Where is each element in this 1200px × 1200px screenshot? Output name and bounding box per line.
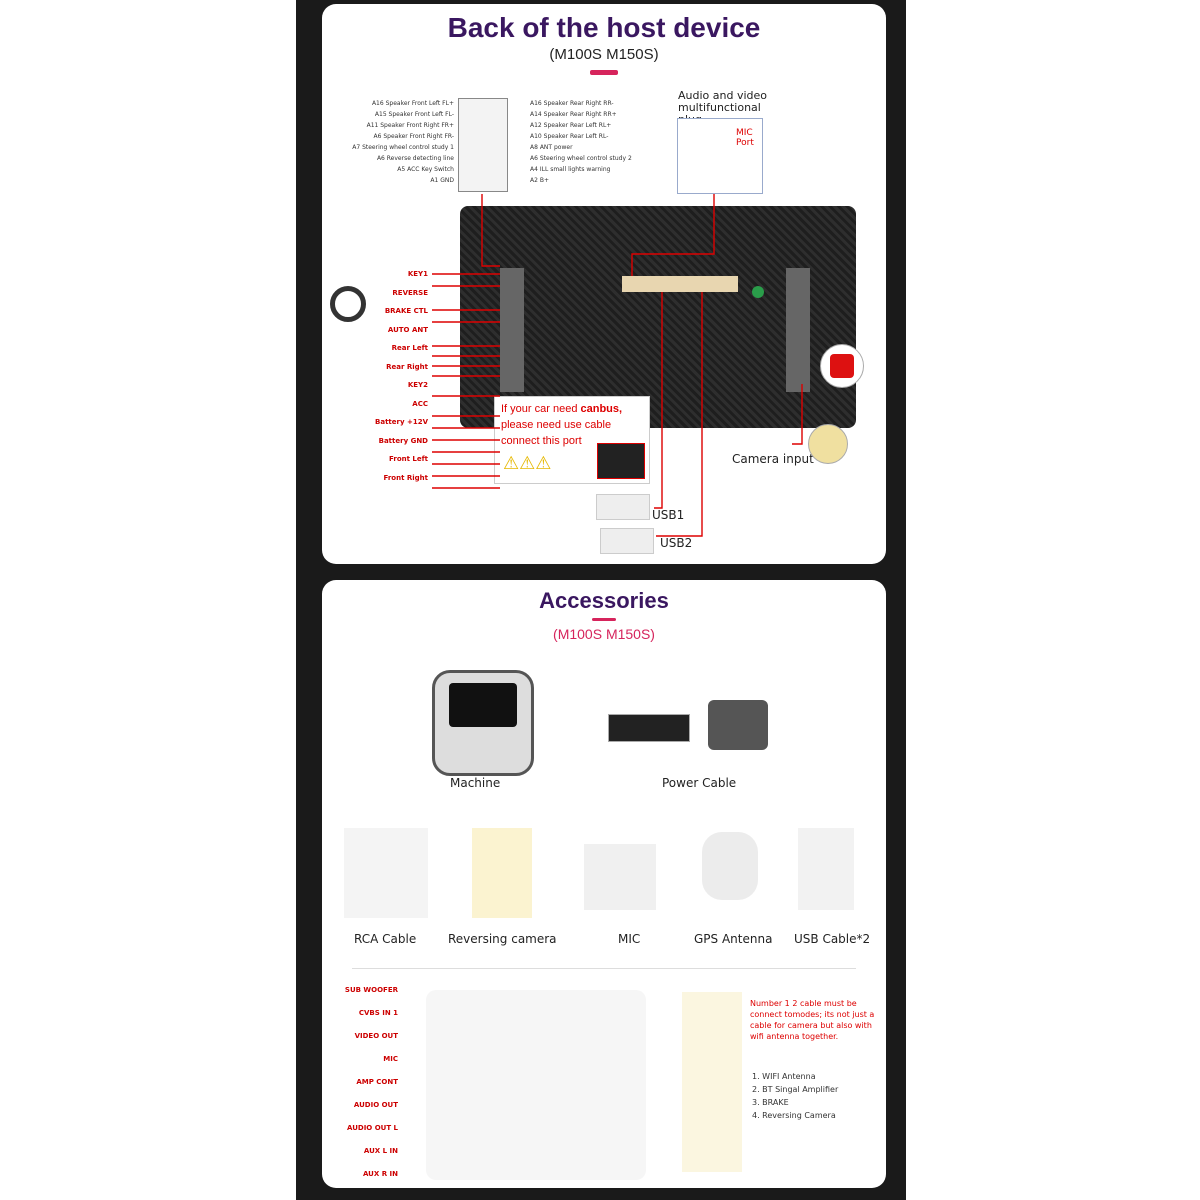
red-button-icon bbox=[820, 344, 864, 388]
right-pin-item: A2 B+ bbox=[530, 177, 549, 184]
rca-label-item: AUX R IN bbox=[362, 1170, 398, 1178]
left-pin-item: A6 Speaker Front Right FR- bbox=[373, 133, 454, 140]
host-back-title: Back of the host device bbox=[447, 12, 761, 43]
rca-label-item: CVBS IN 1 bbox=[358, 1009, 398, 1017]
left-pin-item: A11 Speaker Front Right FR+ bbox=[366, 122, 454, 129]
side-label-item: Front Left bbox=[389, 455, 428, 463]
av-plug-box bbox=[677, 118, 763, 194]
gps-antenna-image bbox=[702, 832, 758, 900]
gps-port-icon bbox=[752, 286, 764, 298]
side-label-item: ACC bbox=[412, 399, 428, 408]
usb-cable-label: USB Cable*2 bbox=[794, 932, 871, 946]
side-label-item: AUTO ANT bbox=[387, 325, 428, 334]
usb-cables-image bbox=[798, 828, 854, 910]
canbus-port-image bbox=[597, 443, 645, 479]
right-pin-item: A4 ILL small lights warning bbox=[530, 166, 611, 173]
accessories-accent-bar bbox=[592, 618, 616, 621]
canbus-bold: canbus, bbox=[580, 403, 623, 415]
power-harness-image bbox=[708, 700, 768, 750]
right-pin-item: A6 Steering wheel control study 2 bbox=[530, 155, 632, 162]
gps-antenna-label: GPS Antenna bbox=[694, 932, 773, 946]
usb2-label: USB2 bbox=[660, 536, 693, 550]
camera-cable-image bbox=[682, 992, 742, 1172]
canbus-line2: please need use cable bbox=[501, 419, 612, 431]
reversing-camera-image bbox=[472, 828, 532, 918]
machine-image bbox=[432, 670, 534, 776]
rca-cable-label: RCA Cable bbox=[354, 932, 417, 946]
power-cable-image bbox=[608, 714, 690, 742]
camera-plug-icon bbox=[808, 424, 848, 464]
rca-label-item: AUDIO OUT bbox=[353, 1101, 398, 1109]
left-pin-item: A5 ACC Key Switch bbox=[397, 166, 454, 173]
mic-image bbox=[584, 844, 656, 910]
section-divider bbox=[352, 968, 856, 969]
left-connector-strip bbox=[500, 268, 524, 392]
usb2-cable-image bbox=[600, 528, 654, 554]
side-label-item: REVERSE bbox=[392, 288, 428, 297]
host-back-models: (M100S M150S) bbox=[549, 46, 659, 63]
canbus-note: If your car need canbus, please need use… bbox=[494, 396, 650, 484]
canbus-line1: If your car need bbox=[501, 403, 581, 415]
side-label-item: BRAKE CTL bbox=[384, 307, 428, 315]
right-pin-item: A8 ANT power bbox=[530, 144, 573, 151]
side-label-item: Front Right bbox=[383, 473, 429, 482]
mic-port-label: MIC Port bbox=[736, 128, 754, 148]
host-back-panel: Back of the host device (M100S M150S) A1… bbox=[322, 4, 886, 564]
side-label-item: Battery +12V bbox=[375, 418, 428, 426]
side-label-item: Battery GND bbox=[378, 436, 428, 445]
camera-list-item: 2. BT Singal Amplifier bbox=[752, 1085, 839, 1094]
usb1-cable-image bbox=[596, 494, 650, 520]
port-row bbox=[622, 276, 738, 292]
steering-wheel-icon bbox=[330, 286, 366, 322]
left-pin-item: A15 Speaker Front Left FL- bbox=[374, 111, 454, 118]
rca-cable-image bbox=[344, 828, 428, 918]
machine-label: Machine bbox=[450, 776, 501, 790]
right-pin-item: A12 Speaker Rear Left RL+ bbox=[530, 122, 612, 129]
wiring-lines bbox=[432, 194, 803, 537]
right-connector-strip bbox=[786, 268, 810, 392]
rca-label-item: AUDIO OUT L bbox=[347, 1124, 398, 1132]
accessories-models: (M100S M150S) bbox=[553, 626, 655, 642]
reversing-camera-label: Reversing camera bbox=[448, 932, 557, 946]
warning-icons: ⚠⚠⚠ bbox=[503, 453, 552, 473]
rca-label-item: AMP CONT bbox=[356, 1078, 398, 1086]
camera-list-item: 1. WIFI Antenna bbox=[752, 1072, 816, 1081]
camera-list-item: 3. BRAKE bbox=[752, 1098, 789, 1107]
rca-label-item: MIC bbox=[383, 1055, 398, 1063]
camera-note: Number 1 2 cable must be connect tomodes… bbox=[750, 999, 875, 1041]
rca-label-item: AUX L IN bbox=[363, 1147, 398, 1155]
accessories-title: Accessories bbox=[539, 588, 669, 613]
rca-label-item: SUB WOOFER bbox=[344, 986, 398, 994]
left-pin-item: A1 GND bbox=[430, 177, 454, 184]
side-label-item: KEY2 bbox=[407, 381, 428, 389]
mic-label: MIC bbox=[618, 932, 641, 946]
camera-input-label: Camera input bbox=[732, 452, 814, 466]
canbus-line3: connect this port bbox=[501, 435, 582, 447]
title-accent-bar bbox=[590, 70, 618, 75]
side-label-item: Rear Right bbox=[386, 362, 428, 371]
left-pin-item: A6 Reverse detecting line bbox=[376, 155, 454, 162]
connector-block bbox=[458, 98, 508, 192]
left-pin-item: A7 Steering wheel control study 1 bbox=[352, 144, 454, 151]
rca-harness-image bbox=[426, 990, 646, 1180]
accessories-panel: Accessories (M100S M150S) Machine Power … bbox=[322, 580, 886, 1188]
right-pin-item: A14 Speaker Rear Right RR+ bbox=[530, 111, 617, 118]
right-pin-item: A10 Speaker Rear Left RL- bbox=[530, 133, 609, 140]
camera-list-item: 4. Reversing Camera bbox=[752, 1111, 836, 1120]
power-cable-label: Power Cable bbox=[662, 776, 737, 790]
usb1-label: USB1 bbox=[652, 508, 685, 522]
side-label-item: KEY1 bbox=[407, 270, 428, 278]
rca-label-item: VIDEO OUT bbox=[354, 1032, 398, 1040]
right-pin-item: A16 Speaker Rear Right RR- bbox=[530, 100, 614, 107]
side-label-item: Rear Left bbox=[391, 344, 428, 352]
left-pin-item: A16 Speaker Front Left FL+ bbox=[371, 100, 454, 107]
